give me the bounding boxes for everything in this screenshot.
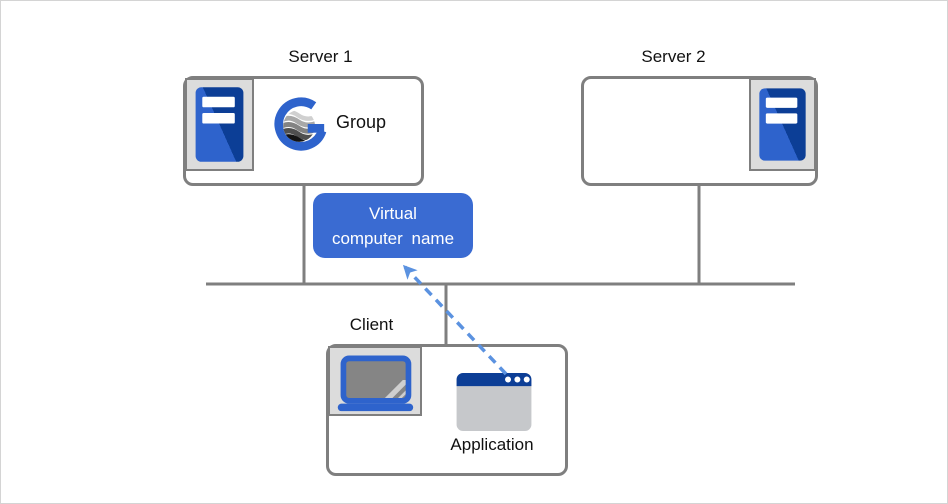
virtual-name-line1: Virtual bbox=[369, 203, 417, 223]
application-window-icon bbox=[454, 373, 534, 431]
client-icon-panel bbox=[328, 346, 422, 416]
application-label: Application bbox=[450, 435, 534, 454]
server2-node bbox=[581, 76, 818, 186]
server-tower-icon bbox=[751, 80, 814, 169]
server1-title: Server 1 bbox=[288, 47, 353, 66]
client-title: Client bbox=[349, 315, 394, 334]
virtual-computer-name-badge: Virtual computer name bbox=[313, 193, 473, 258]
client-node: Application bbox=[326, 344, 568, 476]
server2-title: Server 2 bbox=[641, 47, 706, 66]
server-tower-icon bbox=[187, 80, 252, 169]
server1-icon-panel bbox=[185, 78, 254, 171]
laptop-icon bbox=[330, 348, 420, 414]
virtual-name-line2: computer name bbox=[331, 228, 455, 248]
group-globe-logo-icon bbox=[273, 96, 329, 152]
server2-icon-panel bbox=[749, 78, 816, 171]
server1-node: Group bbox=[183, 76, 424, 186]
group-label: Group bbox=[336, 112, 387, 132]
